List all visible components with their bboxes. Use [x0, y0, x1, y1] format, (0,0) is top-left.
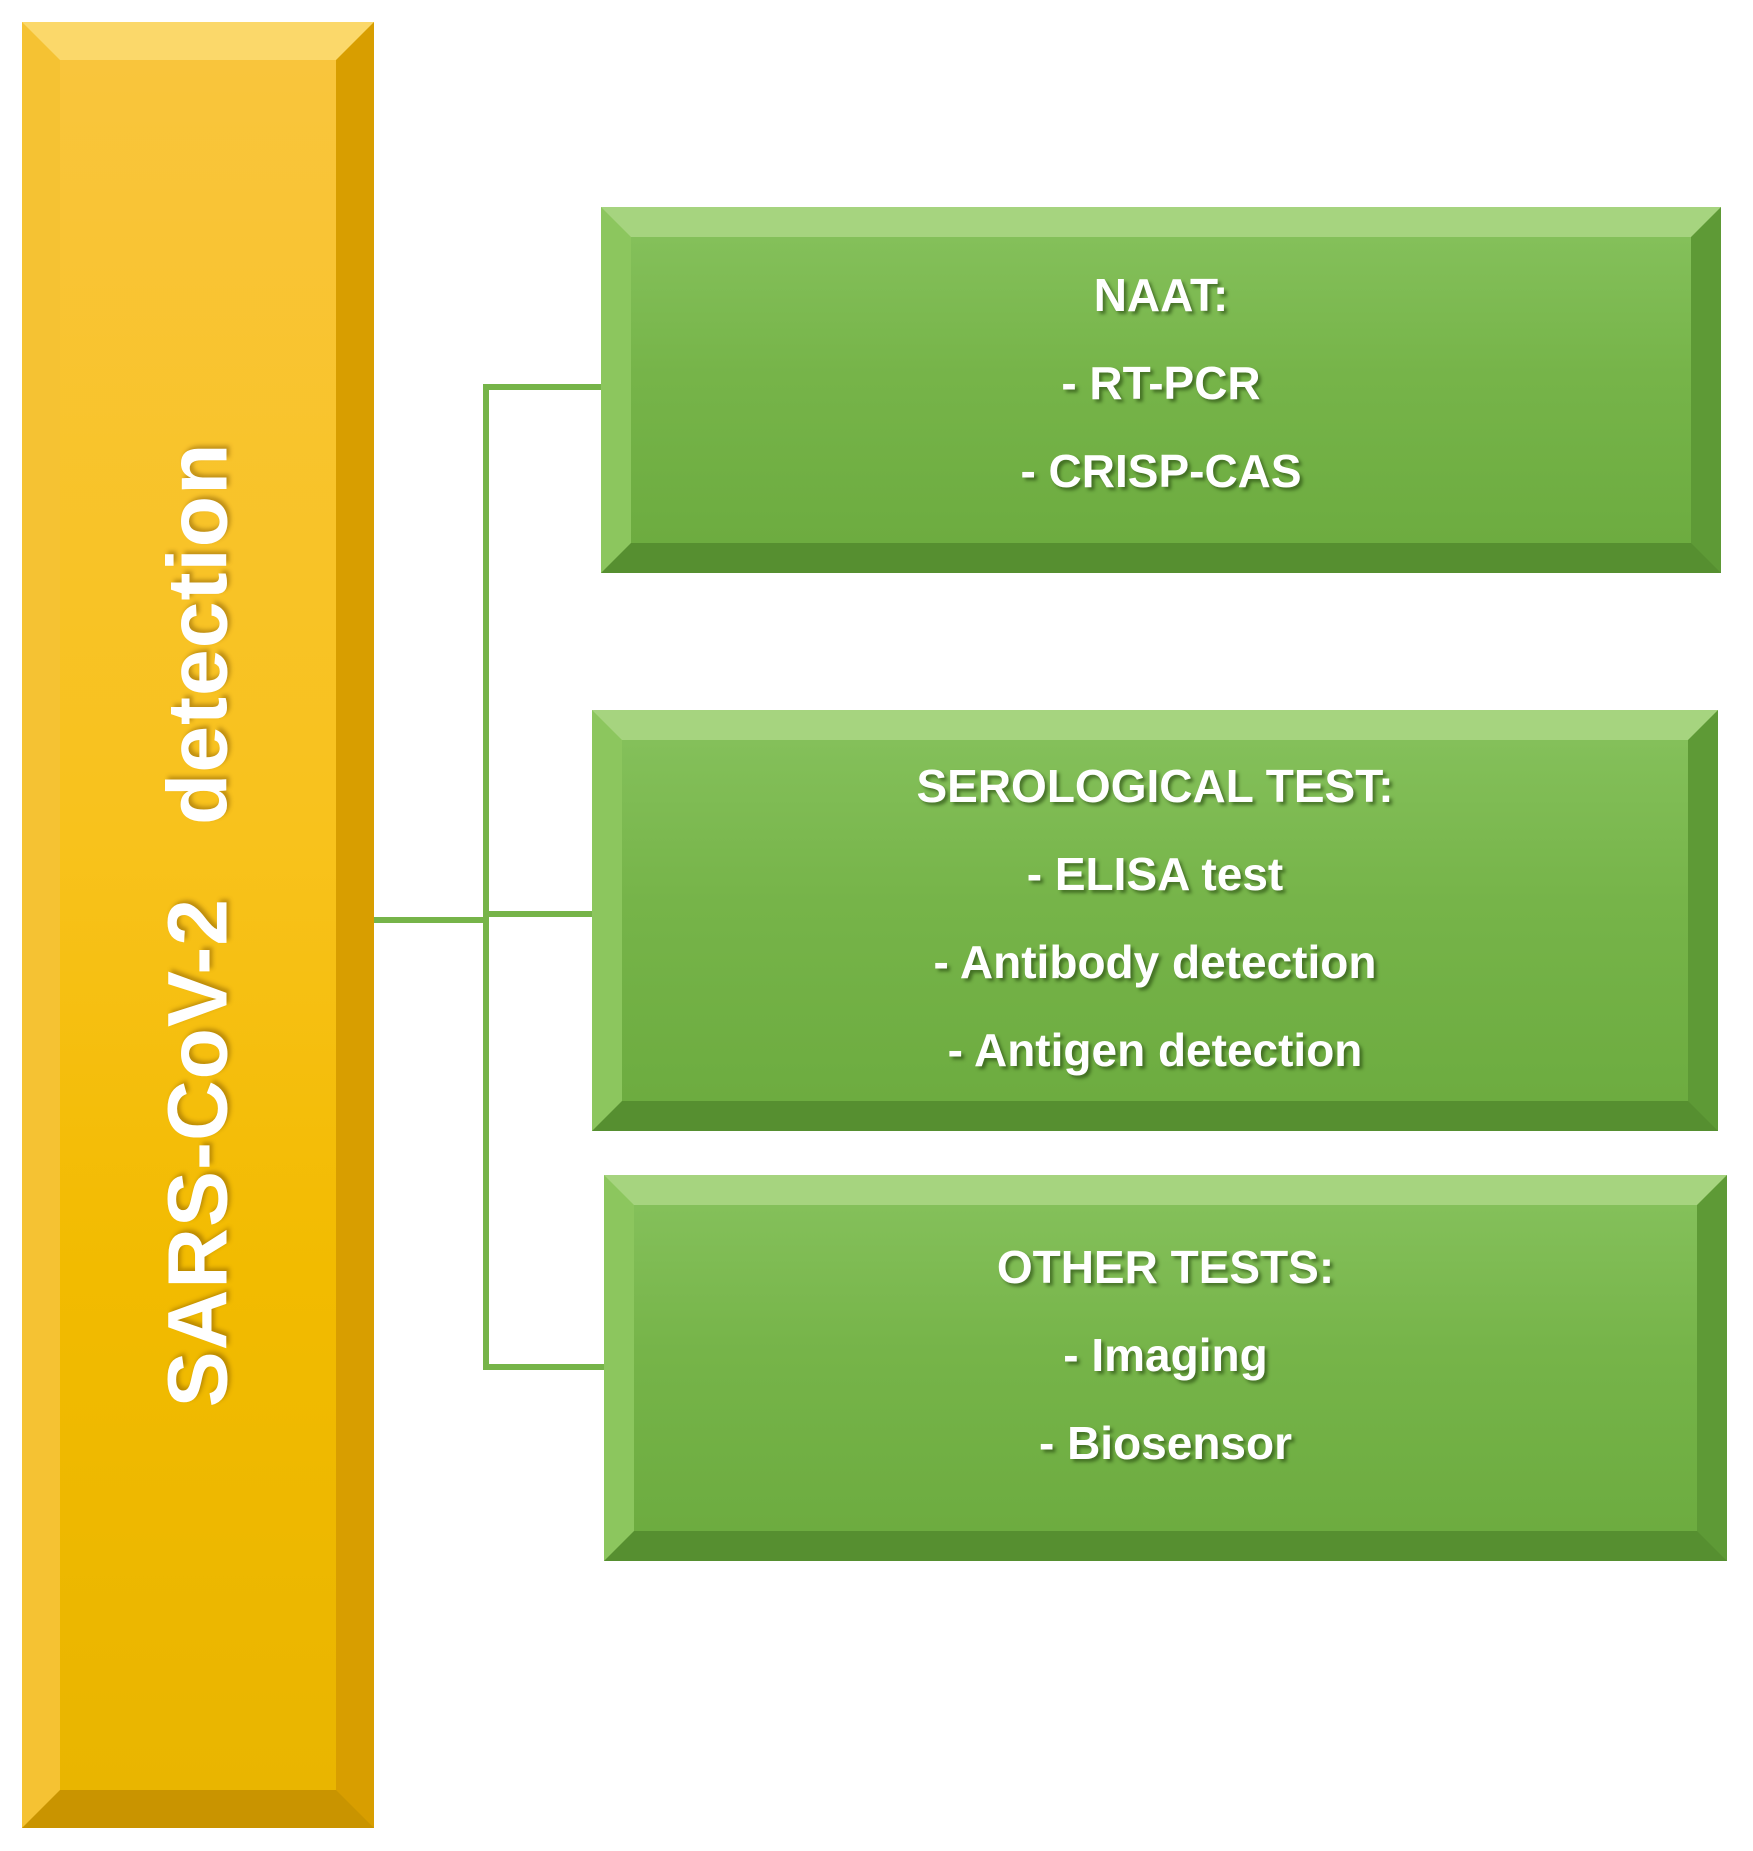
naat-heading: NAAT: [1093, 269, 1229, 321]
serological-box: SEROLOGICAL TEST: - ELISA test - Antibod… [592, 710, 1718, 1131]
naat-box-text: NAAT: - RT-PCR - CRISP-CAS [631, 237, 1691, 543]
other-tests-item-biosensor: - Biosensor [1038, 1417, 1293, 1469]
serological-item-antigen: - Antigen detection [947, 1023, 1363, 1076]
main-title: SARS-CoV-2 detection [150, 442, 245, 1408]
serological-item-antibody: - Antibody detection [933, 935, 1377, 988]
naat-item-crisp-cas: - CRISP-CAS [1020, 445, 1302, 497]
other-tests-box: OTHER TESTS: - Imaging - Biosensor [604, 1175, 1727, 1561]
other-tests-item-imaging: - Imaging [1063, 1329, 1268, 1381]
serological-box-face [622, 740, 1688, 1101]
serological-box-text: SEROLOGICAL TEST: - ELISA test - Antibod… [622, 740, 1688, 1101]
other-tests-box-text: OTHER TESTS: - Imaging - Biosensor [634, 1205, 1697, 1531]
main-box-face [60, 60, 336, 1790]
other-tests-heading: OTHER TESTS: [996, 1241, 1335, 1293]
main-detection-box: SARS-CoV-2 detection [22, 22, 374, 1828]
serological-heading: SEROLOGICAL TEST: [916, 759, 1394, 812]
naat-box-face [631, 237, 1691, 543]
other-tests-box-face [634, 1205, 1697, 1531]
serological-item-elisa: - ELISA test [1026, 847, 1284, 900]
naat-box: NAAT: - RT-PCR - CRISP-CAS [601, 207, 1721, 573]
naat-item-rt-pcr: - RT-PCR [1061, 357, 1261, 409]
